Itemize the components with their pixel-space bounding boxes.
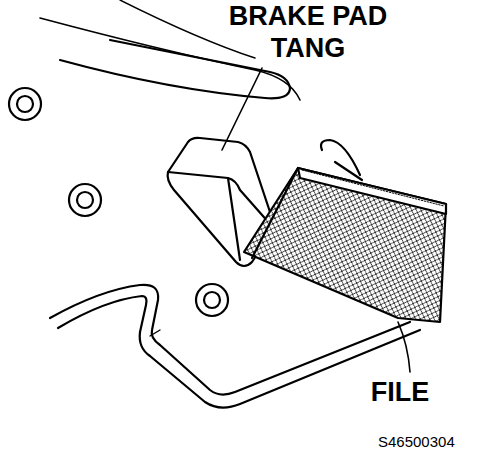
leader-line [222, 68, 262, 150]
part-label: BRAKE PAD TANG [218, 0, 398, 64]
leader-line [398, 322, 410, 372]
part-label: FILE [355, 376, 445, 408]
figure-number: S46500304 [378, 433, 455, 451]
